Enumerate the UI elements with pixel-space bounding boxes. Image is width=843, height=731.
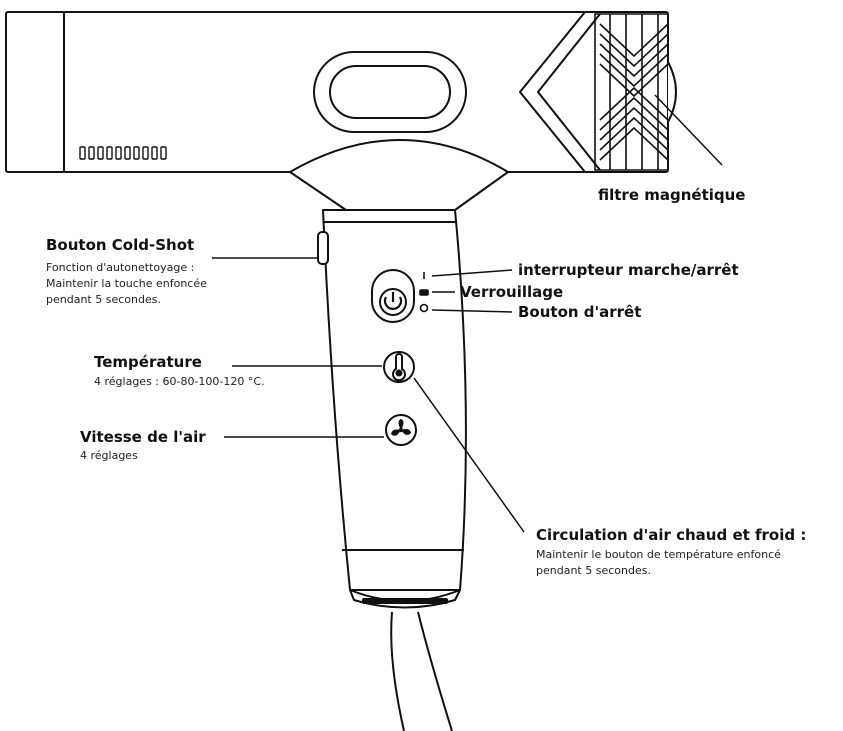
nozzle-vents bbox=[79, 146, 167, 160]
label-bouton-arret: Bouton d'arrêt bbox=[518, 303, 642, 321]
dryer-handle bbox=[322, 209, 467, 609]
cold-shot-button[interactable] bbox=[317, 231, 329, 265]
leader-arret bbox=[431, 309, 513, 313]
fan-icon bbox=[391, 419, 411, 436]
power-button[interactable] bbox=[371, 269, 415, 323]
dryer-neck bbox=[289, 139, 509, 211]
bottom-vent-grill bbox=[362, 598, 448, 604]
power-cord bbox=[390, 611, 453, 731]
label-cold-shot-title: Bouton Cold-Shot bbox=[46, 236, 195, 254]
label-circulation-line: Maintenir le bouton de température enfon… bbox=[536, 548, 781, 561]
label-cold-shot-line: pendant 5 secondes. bbox=[46, 293, 161, 306]
label-cold-shot-line: Fonction d'autonettoyage : bbox=[46, 261, 195, 274]
label-circulation: Circulation d'air chaud et froid : Maint… bbox=[536, 526, 806, 579]
label-filtre-magnetique: filtre magnétique bbox=[598, 186, 746, 204]
label-circulation-desc: Maintenir le bouton de température enfon… bbox=[536, 547, 806, 579]
label-temperature-line: 4 réglages : 60-80-100-120 °C. bbox=[94, 375, 265, 388]
label-temperature: Température 4 réglages : 60-80-100-120 °… bbox=[94, 353, 265, 390]
leader-circulation bbox=[413, 377, 525, 533]
temperature-button[interactable] bbox=[383, 351, 415, 383]
label-vitesse-title: Vitesse de l'air bbox=[80, 428, 206, 446]
label-circulation-title: Circulation d'air chaud et froid : bbox=[536, 526, 807, 544]
label-cold-shot-desc: Fonction d'autonettoyage : Maintenir la … bbox=[46, 260, 207, 308]
magnetic-filter-grill bbox=[594, 13, 669, 171]
label-vitesse-desc: 4 réglages bbox=[80, 448, 206, 464]
label-cold-shot-line: Maintenir la touche enfoncée bbox=[46, 277, 207, 290]
label-verrouillage: Verrouillage bbox=[460, 283, 564, 301]
label-interrupteur: interrupteur marche/arrêt bbox=[518, 261, 739, 279]
display-window bbox=[313, 51, 467, 133]
rear-cap bbox=[667, 61, 677, 123]
dryer-head bbox=[5, 11, 677, 173]
switch-indicators bbox=[419, 272, 429, 313]
label-temperature-desc: 4 réglages : 60-80-100-120 °C. bbox=[94, 374, 265, 390]
leader-filtre bbox=[654, 94, 723, 166]
power-icon bbox=[383, 292, 403, 310]
label-temperature-title: Température bbox=[94, 353, 202, 371]
label-circulation-line: pendant 5 secondes. bbox=[536, 564, 651, 577]
label-vitesse: Vitesse de l'air 4 réglages bbox=[80, 428, 206, 464]
thermometer-icon bbox=[392, 353, 406, 382]
label-vitesse-line: 4 réglages bbox=[80, 449, 138, 462]
label-cold-shot: Bouton Cold-Shot Fonction d'autonettoyag… bbox=[46, 236, 207, 308]
air-speed-button[interactable] bbox=[385, 414, 417, 446]
leader-interrupteur bbox=[431, 269, 513, 277]
